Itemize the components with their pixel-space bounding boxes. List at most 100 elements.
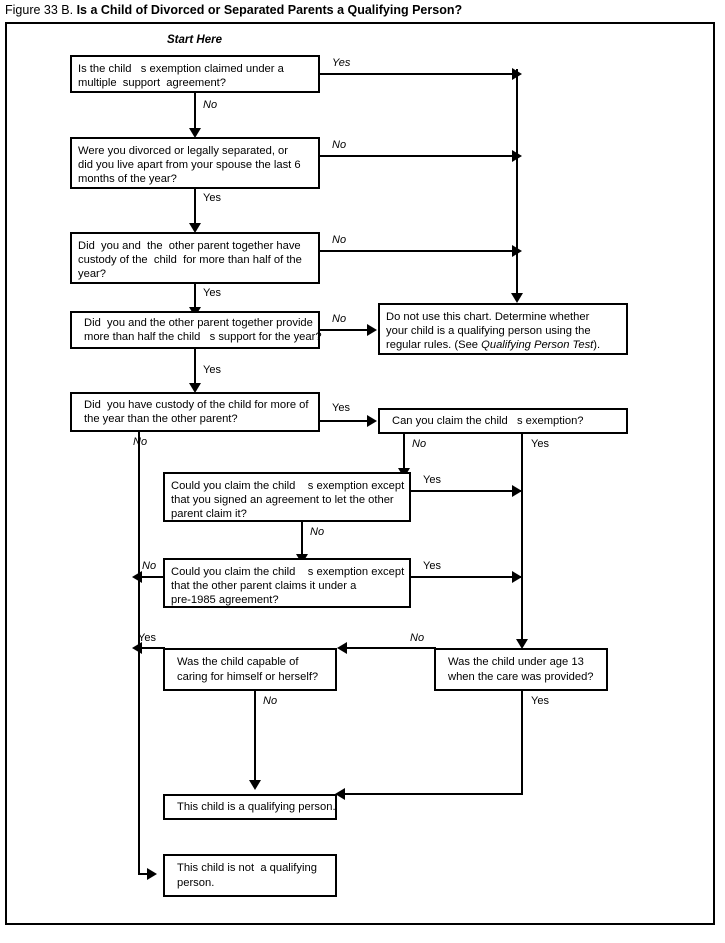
edge-q8-yes-horizontal [411, 576, 523, 578]
node-child-under-age-13[interactable]: Was the child under age 13 when the care… [434, 648, 608, 691]
node-line: Did you and the other parent together pr… [84, 316, 313, 329]
edge-q3-yes-vertical [194, 284, 196, 311]
edge-label-q6-yes: Yes [531, 438, 549, 450]
edge-label-q9-no: No [263, 695, 278, 707]
node-divorced-or-separated[interactable]: Were you divorced or legally separated, … [70, 137, 320, 189]
edge-q7-no-vertical [301, 522, 303, 558]
arrowhead-left [337, 642, 347, 654]
node-line: Were you divorced or legally separated, … [78, 145, 288, 157]
node-line: This child is not a qualifying [177, 862, 317, 875]
figure-title-text: Is a Child of Divorced or Separated Pare… [76, 3, 463, 17]
arrowhead-down [249, 780, 261, 790]
node-custody-more-of-year[interactable]: Did you have custody of the child for mo… [70, 392, 320, 432]
arrowhead-down [189, 383, 201, 393]
node-line: Was the child capable of [177, 656, 299, 669]
trunk-right-upper [516, 69, 518, 301]
node-line: Did you and the other parent together ha… [78, 240, 301, 252]
arrowhead-left [132, 571, 142, 583]
edge-label-q10-yes: Yes [531, 695, 549, 707]
edge-label-q7-no: No [310, 526, 325, 538]
figure-title: Figure 33 B. Is a Child of Divorced or S… [5, 2, 720, 20]
node-line: Did you have custody of the child for mo… [84, 398, 309, 411]
arrowhead-right [367, 324, 377, 336]
node-line: months of the year? [78, 173, 177, 186]
edge-q9-no-vertical [254, 691, 256, 784]
node-line: Can you claim the child s exemption? [392, 414, 584, 427]
arrowhead-left [335, 788, 345, 800]
edge-q9-yes-horizontal [140, 647, 165, 649]
edge-q2-no-horizontal [320, 155, 518, 157]
figure-number: Figure 33 B. [5, 3, 74, 17]
arrowhead-right [512, 571, 522, 583]
arrowhead-down [511, 293, 523, 303]
node-line: custody of the child for more than half … [78, 254, 302, 267]
edge-q7-yes-horizontal [411, 490, 523, 492]
node-line-part: ). [593, 339, 601, 352]
edge-q8-no-horizontal [140, 576, 165, 578]
edge-q1-yes-horizontal [320, 73, 518, 75]
edge-label-q8-no: No [142, 560, 157, 572]
edge-q10-yes-vertical [521, 691, 523, 795]
trunk-left [138, 432, 140, 875]
node-line: year? [78, 268, 106, 281]
node-is-qualifying-person[interactable]: This child is a qualifying person. [163, 794, 337, 820]
node-line: when the care was provided? [448, 670, 594, 683]
edge-label-q3-no: No [332, 234, 347, 246]
node-line: caring for himself or herself? [177, 670, 319, 683]
edge-label-q6-no: No [412, 438, 427, 450]
node-line: Could you claim the child s exemption ex… [171, 480, 405, 492]
edge-label-q4-yes: Yes [203, 364, 221, 376]
node-child-capable-of-self-care[interactable]: Was the child capable of caring for hims… [163, 648, 337, 691]
node-line-italic-mixed: regular rules. (See Qualifying Person Te… [386, 338, 626, 352]
node-line: parent claim it? [171, 508, 247, 521]
node-line: Is the child s exemption claimed under a [78, 63, 284, 75]
arrowhead-right [512, 485, 522, 497]
node-pre-1985-agreement-exception[interactable]: Could you claim the child s exemption ex… [163, 558, 411, 608]
arrowhead-down [516, 639, 528, 649]
edge-label-q5-no: No [133, 436, 148, 448]
arrowhead-down [189, 223, 201, 233]
node-line: Was the child under age 13 [448, 656, 584, 669]
node-signed-agreement-exception[interactable]: Could you claim the child s exemption ex… [163, 472, 411, 522]
edge-label-q2-yes: Yes [203, 192, 221, 204]
node-line: Could you claim the child s exemption ex… [171, 566, 405, 578]
edge-q10-no-horizontal [347, 647, 436, 649]
node-can-claim-exemption[interactable]: Can you claim the child s exemption? [378, 408, 628, 434]
node-joint-custody-half-year[interactable]: Did you and the other parent together ha… [70, 232, 320, 284]
node-line: Do not use this chart. Determine whether [386, 311, 590, 323]
edge-label-q2-no: No [332, 139, 347, 151]
edge-q10-yes-horizontal [345, 793, 523, 795]
edge-q4-no-horizontal [320, 329, 370, 331]
edge-q2-yes-vertical [194, 189, 196, 227]
flowchart-frame: Start Here Is the child s exemption clai… [5, 22, 715, 925]
node-line: the year than the other parent? [84, 413, 238, 425]
arrowhead-right [367, 415, 377, 427]
edge-q4-yes-vertical [194, 349, 196, 387]
start-here-label: Start Here [167, 34, 222, 46]
node-line: This child is a qualifying person. [177, 800, 336, 813]
edge-q3-no-horizontal [320, 250, 518, 252]
node-line: multiple support agreement? [78, 77, 227, 90]
edge-label-q10-no: No [410, 632, 425, 644]
arrowhead-left [132, 642, 142, 654]
edge-q1-no-vertical [194, 93, 196, 132]
node-line-part: regular rules. (See [386, 339, 482, 352]
qualifying-person-test-ref: Qualifying Person Test [481, 339, 594, 352]
node-do-not-use-chart[interactable]: Do not use this chart. Determine whether… [378, 303, 628, 355]
node-multiple-support-agreement[interactable]: Is the child s exemption claimed under a… [70, 55, 320, 93]
edge-label-q1-yes: Yes [332, 57, 351, 69]
node-not-qualifying-person[interactable]: This child is not a qualifying person. [163, 854, 337, 897]
node-line: person. [177, 876, 215, 889]
node-parents-provide-half-support[interactable]: Did you and the other parent together pr… [70, 311, 322, 349]
node-line: pre-1985 agreement? [171, 594, 279, 607]
edge-label-q9-yes: Yes [138, 632, 156, 644]
node-line: that you signed an agreement to let the … [171, 494, 394, 507]
edge-q5-yes-horizontal [320, 420, 370, 422]
edge-label-q7-yes: Yes [423, 474, 441, 486]
edge-label-q1-no: No [203, 99, 218, 111]
node-line: did you live apart from your spouse the … [78, 159, 301, 172]
edge-label-q3-yes: Yes [203, 287, 221, 299]
edge-label-q4-no: No [332, 313, 347, 325]
node-line: that the other parent claims it under a [171, 580, 357, 593]
node-line: your child is a qualifying person using … [386, 325, 591, 338]
